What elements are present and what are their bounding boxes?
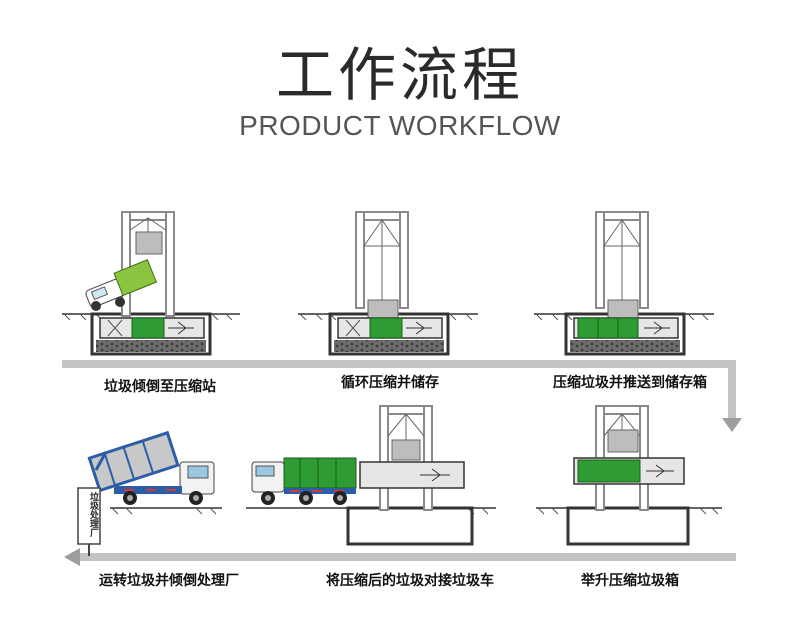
flow-arrow-bottom bbox=[64, 548, 736, 566]
station-dock-truck bbox=[246, 405, 496, 546]
step-label-4: 举升压缩垃圾箱 bbox=[581, 573, 679, 589]
step-label-1: 垃圾倾倒至压缩站 bbox=[104, 379, 216, 395]
station-transport-dump bbox=[77, 430, 222, 556]
step-label-6: 运转垃圾并倾倒处理厂 bbox=[99, 573, 239, 589]
station-push-storage bbox=[534, 211, 714, 356]
page-subtitle: PRODUCT WORKFLOW bbox=[239, 110, 561, 141]
step-label-3: 压缩垃圾并推送到储存箱 bbox=[553, 375, 707, 391]
station-lift bbox=[536, 405, 722, 546]
facility-sign: 垃圾处理厂 bbox=[88, 492, 98, 537]
station-dumping bbox=[62, 211, 240, 356]
flow-arrow-top bbox=[62, 360, 742, 432]
step-label-2: 循环压缩并储存 bbox=[341, 375, 439, 391]
station-compress bbox=[298, 211, 478, 356]
step-label-5: 将压缩后的垃圾对接垃圾车 bbox=[326, 573, 494, 589]
page-title: 工作流程 bbox=[275, 41, 524, 109]
